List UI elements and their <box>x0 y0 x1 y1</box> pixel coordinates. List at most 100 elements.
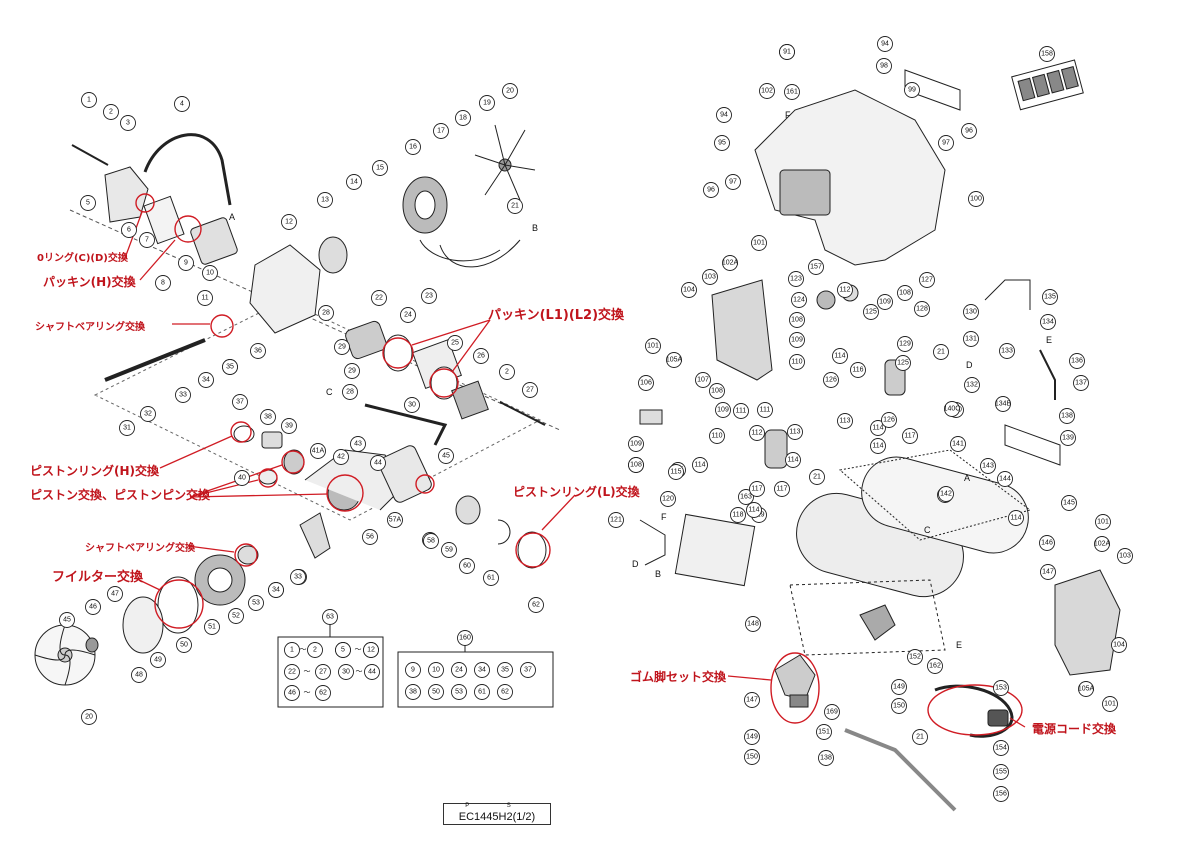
part-balloon-40: 40 <box>234 470 250 486</box>
part-number: 114 <box>787 457 798 464</box>
part-balloon-34: 34 <box>198 372 214 388</box>
part-number: 95 <box>718 140 726 147</box>
part-number: 129 <box>899 341 911 348</box>
part-balloon-33: 33 <box>175 387 191 403</box>
part-number: 132 <box>966 382 978 389</box>
part-number: 117 <box>904 433 915 440</box>
part-balloon-21: 21 <box>809 469 825 485</box>
part-balloon-36: 36 <box>250 343 266 359</box>
part-number: 48 <box>135 672 143 679</box>
part-balloon-132: 132 <box>964 377 980 393</box>
part-number: 21 <box>937 349 945 356</box>
wire-121 <box>639 519 666 566</box>
part-balloon-105A: 105A <box>1078 681 1094 697</box>
part-number: 7 <box>145 237 149 244</box>
bolt-1 <box>71 144 109 166</box>
callout-filter: フイルター交換 <box>52 570 144 585</box>
part-number: 135 <box>1044 294 1056 301</box>
part-number: 101 <box>647 343 659 350</box>
part-balloon-30: 30 <box>404 397 420 413</box>
part-balloon-29: 29 <box>344 363 360 379</box>
part-balloon-41A: 41A <box>310 443 326 459</box>
part-balloon-96: 96 <box>703 182 719 198</box>
part-number: 112 <box>751 430 762 437</box>
part-number: 21 <box>813 474 821 481</box>
part-number: 22 <box>375 295 383 302</box>
part-balloon-101: 101 <box>1102 696 1118 712</box>
part-balloon-148: 148 <box>745 616 761 632</box>
part-number: 107 <box>697 377 709 384</box>
part-number: 103 <box>1119 553 1131 560</box>
part-number: 2 <box>109 109 113 116</box>
part-number: 117 <box>776 486 787 493</box>
part-number: 110 <box>791 359 802 366</box>
carry-strap <box>844 728 957 812</box>
part-balloon-117: 117 <box>749 481 765 497</box>
part-number: 157 <box>810 264 822 271</box>
part-number: 116 <box>852 367 863 374</box>
part-balloon-113: 113 <box>837 413 853 429</box>
group-160-item: 61 <box>474 684 490 700</box>
air-tank-back <box>861 456 1029 554</box>
part-number: 111 <box>760 407 771 414</box>
part-number: 41A <box>312 448 325 455</box>
part-number: 162 <box>929 663 941 670</box>
part-balloon-13: 13 <box>317 192 333 208</box>
callout-shaft-bearing-1: シャフトベアリング交換 <box>35 322 145 333</box>
part-balloon-58: 58 <box>423 533 439 549</box>
part-balloon-3: 3 <box>120 115 136 131</box>
svg-text:24: 24 <box>455 667 463 674</box>
part-number: 61 <box>487 575 495 582</box>
part-balloon-28: 28 <box>318 305 334 321</box>
part-number: 108 <box>711 388 723 395</box>
part-balloon-20: 20 <box>81 709 97 725</box>
part-number: 131 <box>965 336 977 343</box>
part-number: 33 <box>179 392 187 399</box>
part-number: 5 <box>86 200 90 207</box>
part-balloon-169: 169 <box>824 704 840 720</box>
part-number: 15 <box>376 165 384 172</box>
part-balloon-16: 16 <box>405 139 421 155</box>
part-balloon-137: 137 <box>1073 375 1089 391</box>
part-number: 115 <box>670 469 681 476</box>
part-number: 50 <box>180 642 188 649</box>
group-160-label: 160 <box>457 630 473 646</box>
part-number: 144 <box>999 476 1011 483</box>
part-number: 6 <box>127 227 131 234</box>
part-number: 158 <box>1041 51 1053 58</box>
part-balloon-118: 118 <box>730 507 746 523</box>
part-number: 111 <box>736 408 747 415</box>
part-number: 108 <box>899 290 911 297</box>
part-balloon-61: 61 <box>483 570 499 586</box>
part-balloon-5: 5 <box>80 195 96 211</box>
part-balloon-9: 9 <box>178 255 194 271</box>
group-160-item: 24 <box>451 662 467 678</box>
part-balloon-62: 62 <box>528 597 544 613</box>
piston-ring-l <box>517 531 547 569</box>
part-number: 134 <box>1042 319 1054 326</box>
part-number: 142 <box>940 491 952 498</box>
part-number: 154 <box>995 745 1007 752</box>
part-balloon-123: 123 <box>788 271 804 287</box>
letter-a-right: A <box>964 473 970 483</box>
part-number: 57A <box>389 517 402 524</box>
letter-c-left: C <box>326 387 333 397</box>
part-number: 45 <box>442 453 450 460</box>
part-number: 97 <box>729 179 737 186</box>
part-balloon-102A: 102A <box>1094 536 1110 552</box>
part-balloon-91: 91 <box>779 44 795 60</box>
part-number: 104 <box>683 287 695 294</box>
part-number: 4 <box>180 101 184 108</box>
part-number: 130 <box>965 309 977 316</box>
part-balloon-37: 37 <box>232 394 248 410</box>
svg-text:44: 44 <box>368 669 376 676</box>
part-balloon-24: 24 <box>400 307 416 323</box>
svg-text:5: 5 <box>341 647 345 654</box>
letter-d-lower: D <box>632 559 639 569</box>
part-number: 121 <box>610 517 622 524</box>
part-balloon-32: 32 <box>140 406 156 422</box>
part-balloon-114: 114 <box>746 502 762 518</box>
svg-text:50: 50 <box>432 689 440 696</box>
part-number: 32 <box>144 411 152 418</box>
part-number: 53 <box>252 600 260 607</box>
